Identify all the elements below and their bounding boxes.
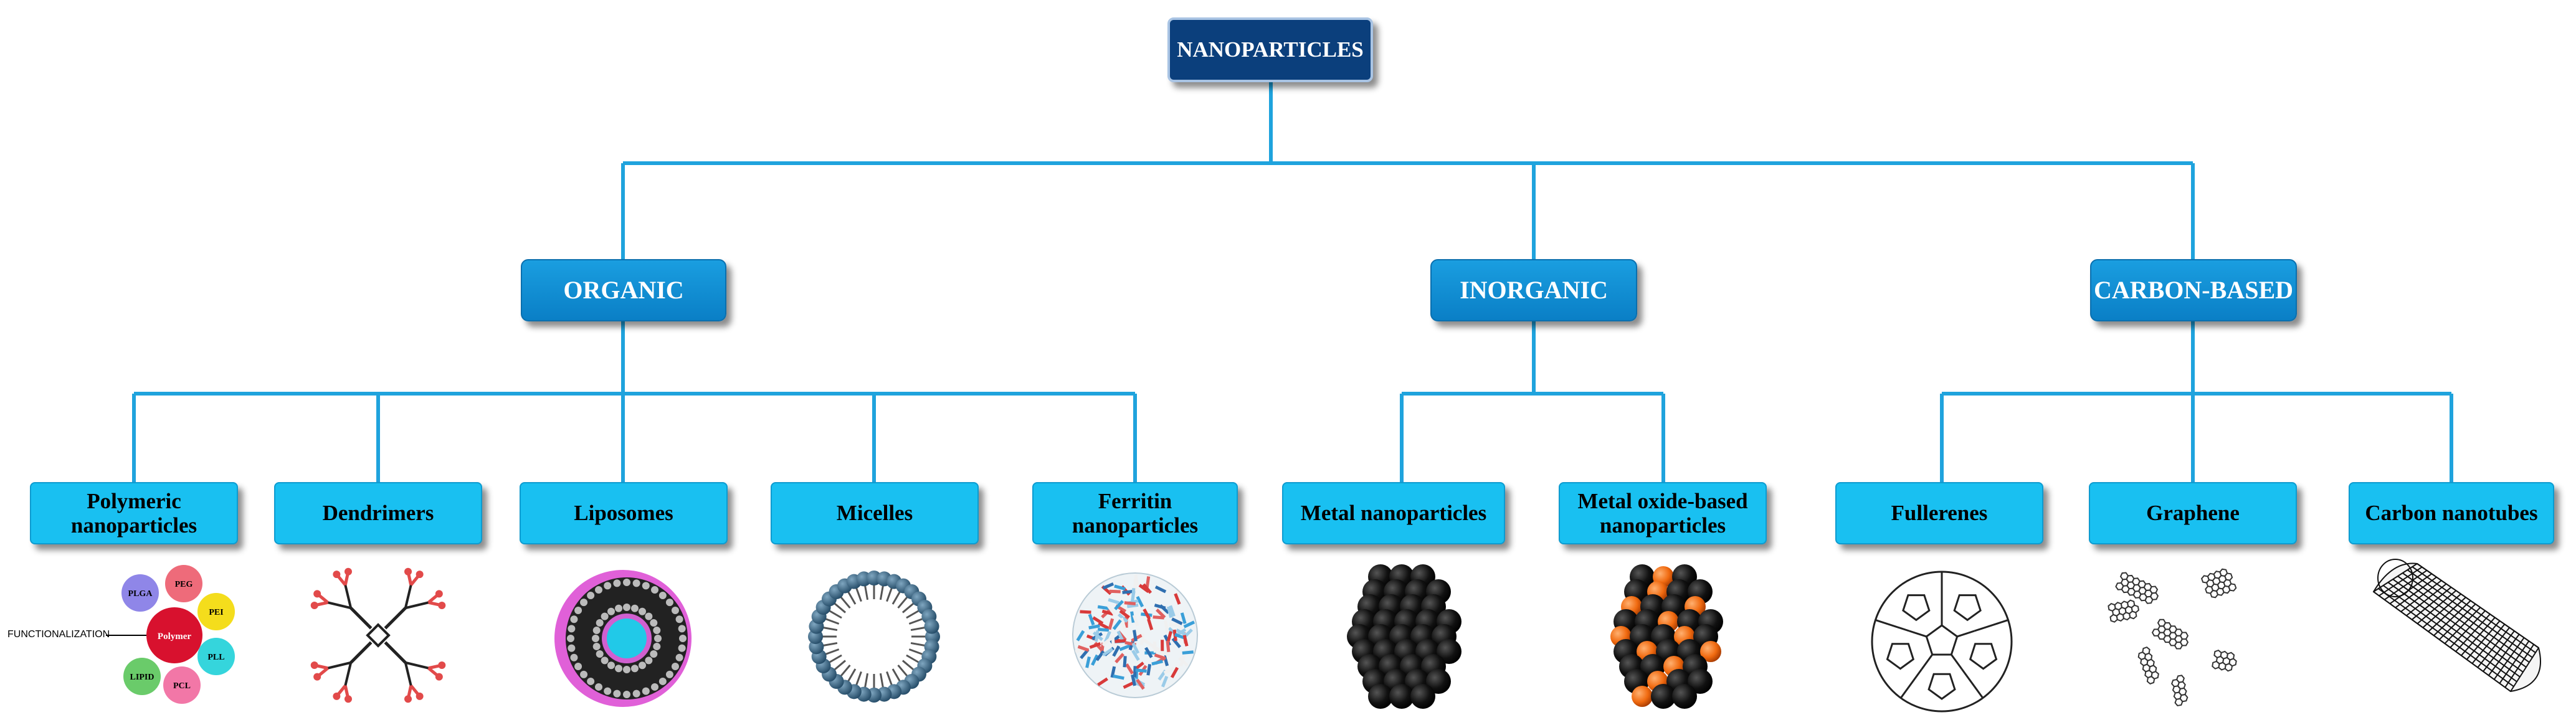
dendrimer-illustration [310,567,446,703]
functionalization-label: FUNCTIONALIZATION [7,629,110,640]
lipid-label: LIPID [130,673,154,682]
ferritin-illustration [1072,572,1198,698]
petal-pll [197,638,235,675]
type-node-graphene: Graphene [2089,482,2297,544]
liposome-illustration [554,570,692,707]
type-node-metal-oxide-nanoparticles: Metal oxide-based nanoparticles [1559,482,1767,544]
peg-label: PEG [175,580,193,589]
type-node-carbon-nanotubes: Carbon nanotubes [2349,482,2554,544]
fullerene-illustration [1871,571,2013,713]
category-node-inorganic: INORGANIC [1430,259,1637,321]
polymer-core-label: Polymer [158,632,191,642]
category-node-carbon-based: CARBON-BASED [2090,259,2297,321]
type-node-fullerenes: Fullerenes [1835,482,2043,544]
graphene-illustration [2108,568,2237,707]
polymer-core [146,607,202,663]
petal-plga [121,574,159,612]
pei-label: PEI [209,608,223,617]
type-node-dendrimers: Dendrimers [274,482,482,544]
petal-pei [197,593,235,630]
type-node-liposomes: Liposomes [520,482,728,544]
petal-pcl [163,666,201,704]
type-node-micelles: Micelles [771,482,979,544]
metal-oxide-nanoparticle-illustration [1610,564,1723,709]
connector-lines [132,82,2453,482]
root-node-nanoparticles: NANOPARTICLES [1167,17,1373,82]
category-node-organic: ORGANIC [521,259,726,321]
petal-peg [165,565,202,602]
micelle-illustration [808,571,940,703]
carbon-nanotube-illustration [2372,559,2541,693]
plga-label: PLGA [128,589,153,599]
metal-nanoparticle-illustration [1347,564,1461,709]
pcl-label: PCL [173,681,191,691]
petal-lipid [123,658,161,695]
pll-label: PLL [207,653,224,662]
type-node-polymeric-nanoparticles: Polymeric nanoparticles [30,482,238,544]
polymer-illustration: Polymer PLGA PEG PEI PLL PCL LIPID [106,565,235,704]
type-node-metal-nanoparticles: Metal nanoparticles [1282,482,1505,544]
type-node-ferritin-nanoparticles: Ferritin nanoparticles [1032,482,1238,544]
